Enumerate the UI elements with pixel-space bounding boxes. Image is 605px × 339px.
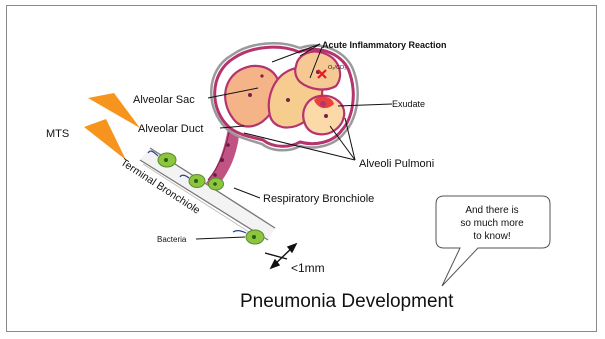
bacteria-pointer bbox=[196, 237, 245, 239]
callout-line-2: so much more bbox=[437, 217, 547, 230]
mts-cones bbox=[84, 93, 140, 160]
alveolar-duct-label: Alveolar Duct bbox=[138, 123, 203, 135]
scale-label: <1mm bbox=[291, 261, 325, 275]
alveolar-sac-label: Alveolar Sac bbox=[133, 94, 195, 106]
exudate-label: Exudate bbox=[392, 99, 425, 109]
mts-label: MTS bbox=[46, 128, 69, 140]
alveoli-pulmoni-label: Alveoli Pulmoni bbox=[359, 158, 434, 170]
respiratory-bronchiole-label: Respiratory Bronchiole bbox=[263, 193, 374, 205]
gas-exchange-label: O₂/CO₂ bbox=[328, 65, 346, 71]
bacteria-label: Bacteria bbox=[157, 235, 187, 244]
callout-text: And there is so much more to know! bbox=[437, 204, 547, 243]
slide-title: Pneumonia Development bbox=[240, 291, 454, 312]
callout-line-3: to know! bbox=[437, 230, 547, 243]
acute-reaction-label: Acute Inflammatory Reaction bbox=[322, 40, 447, 50]
callout-line-1: And there is bbox=[437, 204, 547, 217]
